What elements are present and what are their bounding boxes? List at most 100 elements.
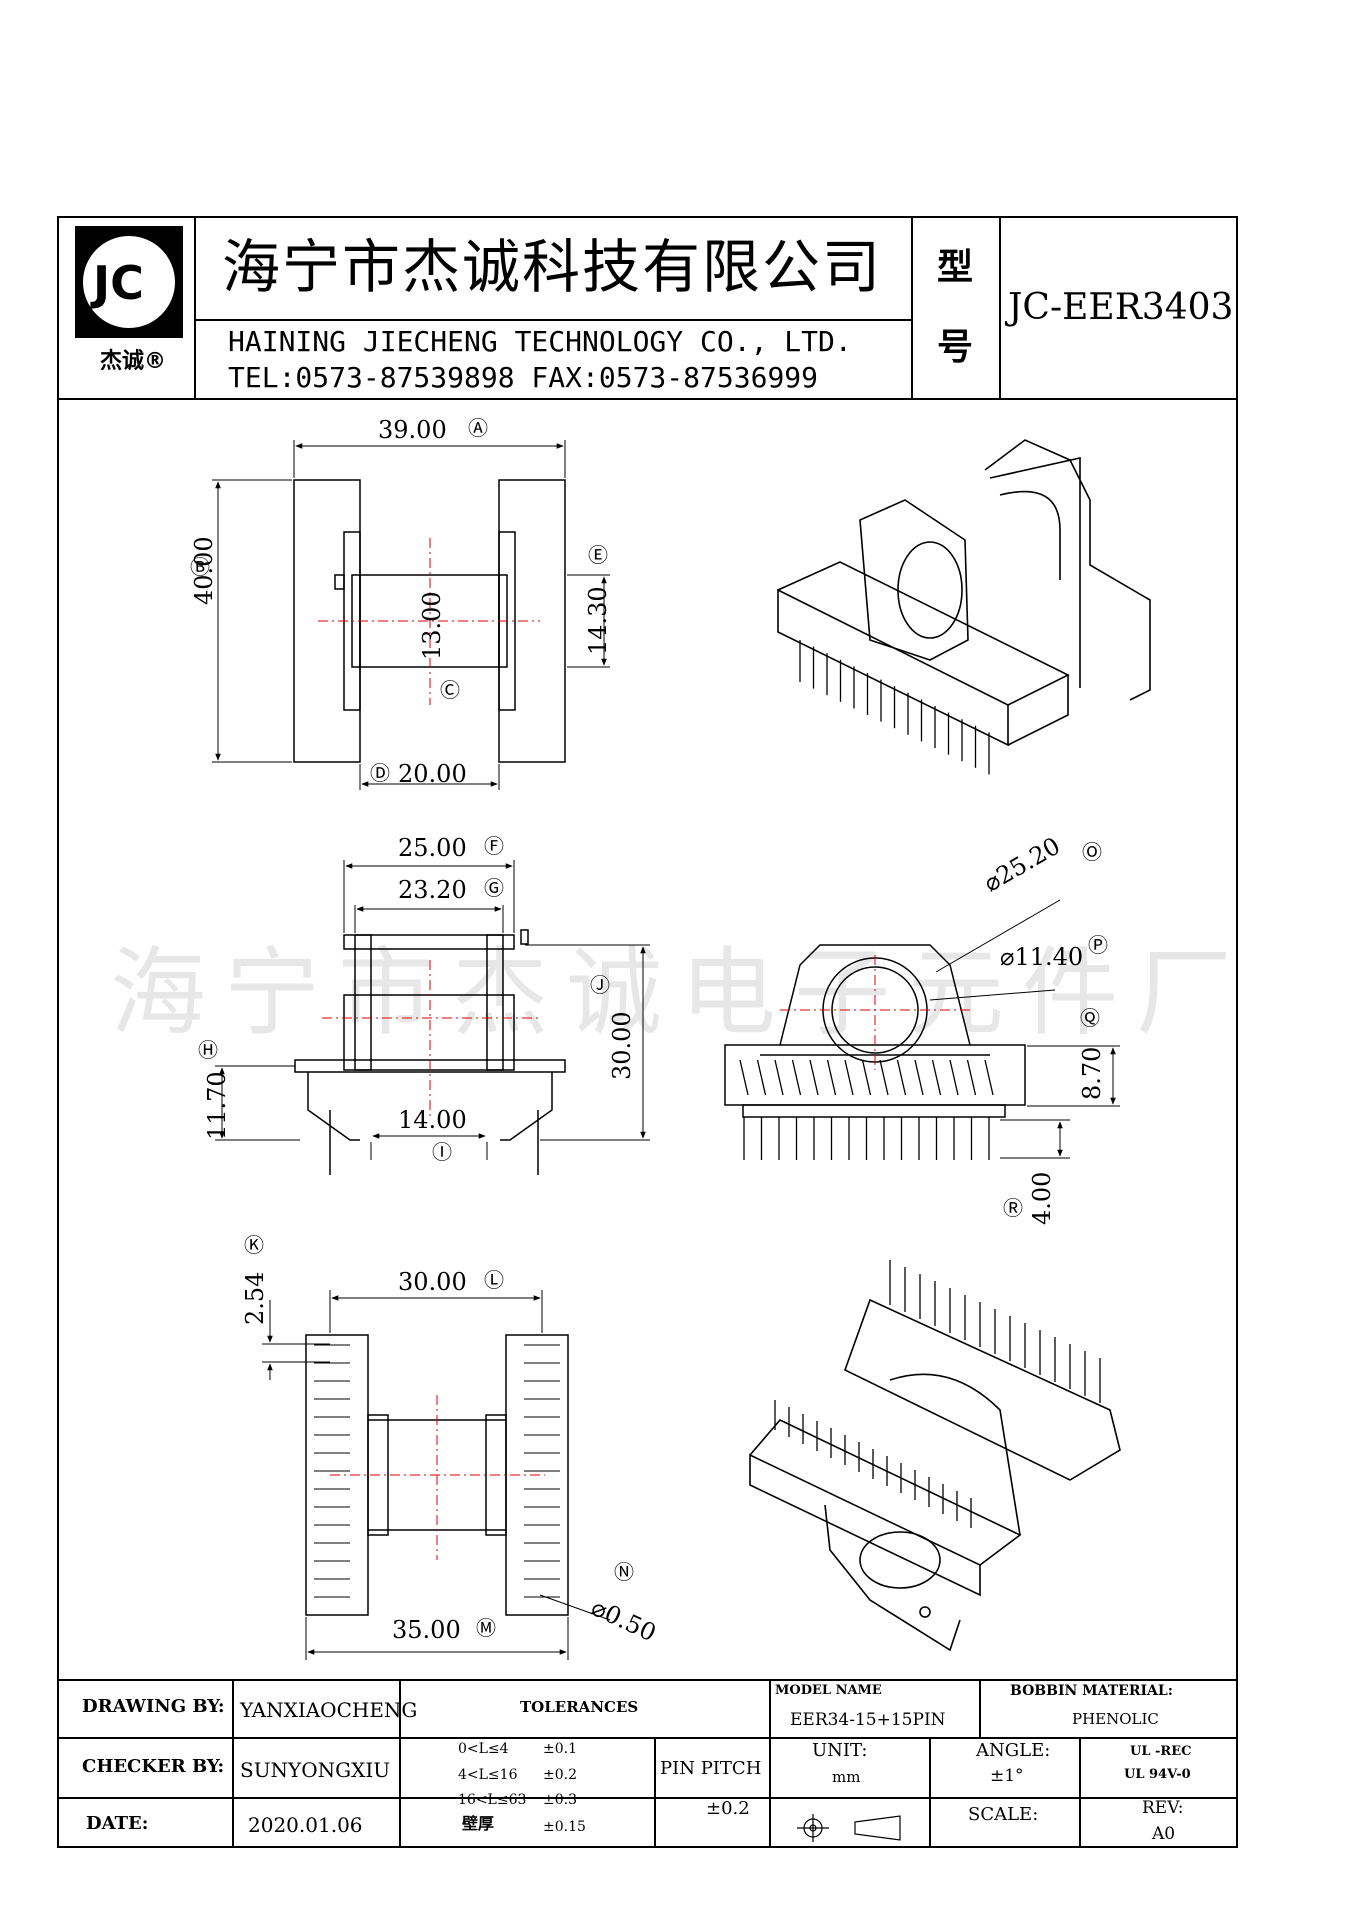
dim-l-value: 30.00 xyxy=(398,1268,467,1296)
dim-j-marker: Ⓙ xyxy=(590,973,610,997)
company-contact: TEL:0573-87539898 FAX:0573-87536999 xyxy=(228,361,819,394)
drawing-frame xyxy=(57,216,1238,1848)
tol-3-range: 16<L≤63 xyxy=(458,1792,527,1808)
dim-k-marker: Ⓚ xyxy=(244,1233,264,1257)
tol-2-range: 4<L≤16 xyxy=(458,1767,518,1783)
dim-i-marker: Ⓘ xyxy=(432,1140,452,1164)
front-pins xyxy=(739,1059,994,1160)
pin-pitch-label: PIN PITCH xyxy=(660,1758,762,1779)
checker-by-value: SUNYONGXIU xyxy=(240,1758,391,1782)
dim-r-value: 4.00 xyxy=(1028,1171,1056,1225)
front-centerline xyxy=(780,955,972,1070)
part-number: JC-EER3403 xyxy=(1008,287,1234,328)
side-elevation-view xyxy=(294,929,566,1175)
dim-m-marker: Ⓜ xyxy=(476,1616,496,1640)
dim-e-value: 14.30 xyxy=(584,586,612,655)
dim-a-marker: Ⓐ xyxy=(468,416,488,440)
dim-p-marker: Ⓟ xyxy=(1088,933,1108,957)
tol-4-range: 壁厚 xyxy=(462,1814,495,1833)
dim-f-value: 25.00 xyxy=(398,834,467,862)
iso-view-1-pins xyxy=(799,640,990,775)
tol-1-value: ±0.1 xyxy=(543,1741,577,1757)
dim-d-marker: Ⓓ xyxy=(370,761,390,785)
dim-g-value: 23.20 xyxy=(398,876,467,904)
type-label-1: 型 xyxy=(937,247,974,288)
tolerances-label: TOLERANCES xyxy=(520,1698,639,1716)
tol-2-value: ±0.2 xyxy=(543,1767,577,1783)
dim-f-marker: Ⓕ xyxy=(484,834,504,858)
dim-k-value: 2.54 xyxy=(241,1271,269,1325)
front-wire xyxy=(844,1059,854,1096)
front-wire xyxy=(931,1059,942,1096)
dim-n-marker: Ⓝ xyxy=(614,1560,634,1584)
iso-view-1 xyxy=(777,439,1151,747)
drawing-by-label: DRAWING BY: xyxy=(82,1696,225,1717)
company-name-en: HAINING JIECHENG TECHNOLOGY CO., LTD. xyxy=(228,325,852,358)
top-plan-dimlines xyxy=(212,440,610,790)
dim-m-value: 35.00 xyxy=(392,1616,461,1644)
front-wire xyxy=(756,1059,767,1096)
front-wire xyxy=(809,1059,819,1096)
front-wire xyxy=(984,1059,994,1096)
front-wire xyxy=(861,1059,872,1096)
rev-label: REV: xyxy=(1142,1798,1184,1818)
front-wire xyxy=(826,1059,837,1096)
type-label-2: 号 xyxy=(937,327,974,368)
company-logo xyxy=(75,226,183,338)
dim-g-marker: Ⓖ xyxy=(484,876,504,900)
dim-l-marker: Ⓛ xyxy=(484,1268,504,1292)
dim-c-value: 13.00 xyxy=(418,591,446,660)
dim-e-marker: Ⓔ xyxy=(588,543,608,567)
projection-symbol xyxy=(797,1814,901,1842)
date-label: DATE: xyxy=(86,1813,149,1834)
dim-r-marker: Ⓡ xyxy=(1003,1196,1023,1220)
front-wire xyxy=(739,1059,749,1096)
side-dimlines xyxy=(215,860,650,1160)
bobbin-material-label: BOBBIN MATERIAL: xyxy=(1010,1683,1173,1699)
front-wire xyxy=(949,1059,959,1096)
tol-4-value: ±0.15 xyxy=(543,1819,586,1835)
company-name-cn: 海宁市杰诚科技有限公司 xyxy=(222,233,883,301)
dim-q-value: 8.70 xyxy=(1078,1046,1106,1100)
pin-pitch-value: ±0.2 xyxy=(706,1798,750,1819)
watermark: 海宁市杰诚电子元件厂 xyxy=(110,937,1250,1049)
tol-1-range: 0<L≤4 xyxy=(458,1741,509,1757)
bottom-dimlines xyxy=(262,1290,611,1660)
rev-value: A0 xyxy=(1152,1824,1176,1844)
model-name-value: EER34-15+15PIN xyxy=(790,1710,946,1730)
bottom-centerline xyxy=(330,1395,545,1560)
dim-o-marker: Ⓞ xyxy=(1082,840,1102,864)
unit-value: mm xyxy=(832,1768,861,1786)
date-value: 2020.01.06 xyxy=(248,1813,363,1837)
dim-b-marker: Ⓑ xyxy=(190,555,210,579)
scale-label: SCALE: xyxy=(968,1804,1039,1825)
logo-text: JC xyxy=(93,256,144,310)
bottom-view-slots xyxy=(314,1344,560,1598)
angle-value: ±1° xyxy=(990,1766,1024,1786)
ul-94v0: UL 94V-0 xyxy=(1124,1767,1191,1782)
tol-3-value: ±0.3 xyxy=(543,1792,577,1808)
logo-caption: 杰诚® xyxy=(100,349,167,374)
top-plan-centerlines xyxy=(318,538,540,705)
ul-rec: UL -REC xyxy=(1130,1744,1192,1759)
front-wire xyxy=(914,1059,924,1096)
dim-d-value: 20.00 xyxy=(398,760,467,788)
unit-label: UNIT: xyxy=(812,1740,868,1761)
front-wire xyxy=(966,1059,977,1096)
front-wire xyxy=(879,1059,889,1096)
dim-p-value: ⌀11.40 xyxy=(1000,943,1084,971)
title-block-grid xyxy=(57,1679,1238,1848)
dim-h-marker: Ⓗ xyxy=(198,1038,218,1062)
header-grid xyxy=(57,216,1238,400)
front-wire xyxy=(791,1059,802,1096)
iso-view-2 xyxy=(749,1298,1121,1652)
bobbin-material-value: PHENOLIC xyxy=(1072,1710,1159,1728)
dim-j-value: 30.00 xyxy=(608,1011,636,1080)
angle-label: ANGLE: xyxy=(976,1740,1051,1761)
side-centerline xyxy=(322,960,540,1120)
drawing-by-value: YANXIAOCHENG xyxy=(240,1698,418,1722)
checker-by-label: CHECKER BY: xyxy=(82,1756,225,1777)
dim-h-value: 11.70 xyxy=(203,1071,231,1140)
front-wire xyxy=(896,1059,907,1096)
